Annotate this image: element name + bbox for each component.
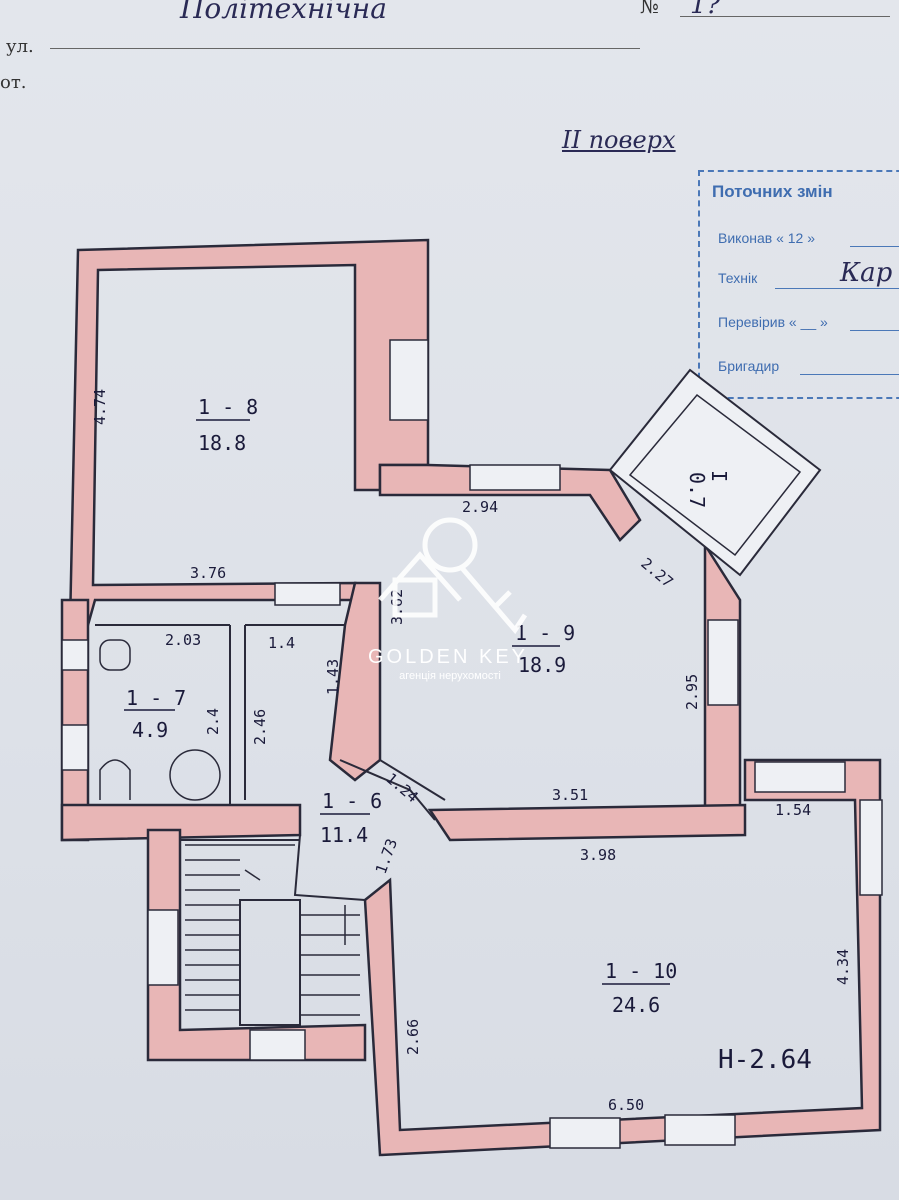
watermark-key-icon (378, 517, 528, 635)
apt-prefix: от. (0, 72, 27, 93)
dim-1-4: 1.4 (268, 634, 295, 652)
room-balcony-id: I (707, 470, 731, 482)
room-1-6-area: 11.4 (320, 823, 368, 847)
stamp-row-executed: Виконав « 12 » (718, 230, 815, 246)
dim-2-94: 2.94 (462, 498, 498, 516)
watermark-tagline: агенція нерухомості (399, 670, 501, 682)
number-line (680, 16, 890, 17)
partitions (95, 624, 446, 1026)
room-1-8-area: 18.8 (198, 431, 246, 455)
room-1-7-id: 1 - 7 (126, 686, 186, 710)
stamp-technician-signature: Кар (840, 258, 893, 288)
room-1-10-area: 24.6 (612, 993, 660, 1017)
dim-1-24: 1.24 (382, 769, 421, 806)
stamp-line (850, 246, 899, 247)
street-name: Політехнічна (180, 0, 387, 25)
room-1-9-area: 18.9 (518, 653, 566, 677)
dim-1-73: 1.73 (372, 836, 401, 876)
watermark-brand: GOLDEN KEY (367, 646, 529, 668)
room-1-8-id: 1 - 8 (198, 395, 258, 419)
stamp-line (775, 288, 899, 289)
dim-2-95: 2.95 (683, 674, 701, 710)
stamp-row-foreman: Бригадир (718, 358, 780, 374)
floor-title: ІІ поверх (562, 126, 676, 154)
ceiling-height-note: H-2.64 (718, 1045, 812, 1075)
stamp-line (800, 374, 899, 375)
dim-2-03: 2.03 (165, 631, 201, 649)
stamp-line (850, 330, 899, 331)
dim-1-54: 1.54 (775, 801, 811, 819)
walls (60, 238, 882, 1157)
room-1-7-area: 4.9 (132, 718, 168, 742)
dim-3-51: 3.51 (552, 786, 588, 804)
room-balcony-area: 0.7 (685, 472, 709, 508)
inventory-stamp: Поточних змін Виконав « 12 » Технік Кар … (698, 170, 899, 399)
dim-3-76: 3.76 (190, 564, 226, 582)
number-value: 1? (690, 0, 721, 20)
room-1-6-id: 1 - 6 (322, 789, 382, 813)
dim-2-46: 2.46 (251, 709, 269, 745)
room-labels: 1 - 8 18.8 1 - 9 18.9 1 - 7 4.9 1 - 6 11… (124, 395, 731, 1017)
dim-3-98: 3.98 (580, 846, 616, 864)
dim-2-66: 2.66 (404, 1019, 422, 1055)
stamp-row-technician: Технік (718, 270, 758, 286)
windows (61, 339, 883, 1149)
street-line (50, 48, 640, 49)
stamp-row-checked: Перевірив « __ » (718, 314, 828, 330)
dim-2-27: 2.27 (637, 554, 676, 591)
dim-6-50: 6.50 (608, 1096, 644, 1114)
dim-4-74: 4.74 (91, 389, 109, 425)
room-1-10-id: 1 - 10 (605, 959, 677, 983)
dim-4-34: 4.34 (834, 949, 852, 985)
staircase (185, 844, 360, 1016)
stamp-title: Поточних змін (712, 182, 833, 201)
dim-2-4: 2.4 (204, 708, 222, 735)
bathroom-fixtures (99, 639, 221, 801)
dim-1-43: 1.43 (324, 659, 342, 695)
street-prefix: ул. (6, 36, 34, 57)
number-prefix: № (640, 0, 659, 18)
room-1-9-id: 1 - 9 (515, 621, 575, 645)
balcony (608, 368, 822, 577)
